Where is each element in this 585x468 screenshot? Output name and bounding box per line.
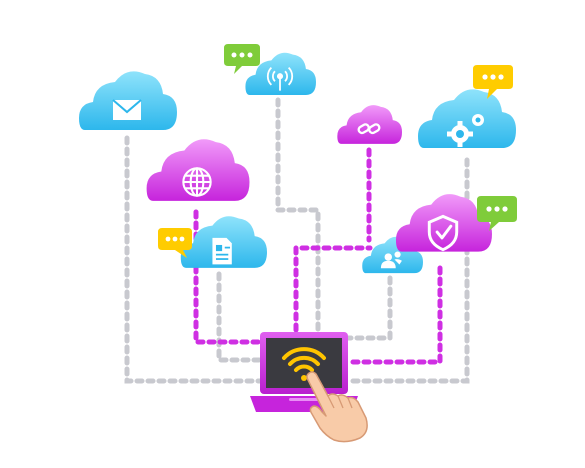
connection-lines-gray <box>124 97 470 384</box>
line-settings-to-laptop <box>345 157 470 384</box>
cloud-mail[interactable] <box>79 71 177 130</box>
line-security-to-laptop <box>345 265 443 365</box>
globe-icon <box>182 167 212 197</box>
cloud-settings[interactable] <box>418 89 516 148</box>
cloud-link[interactable] <box>337 105 402 144</box>
link-icon <box>357 123 381 135</box>
line-antenna-to-laptop <box>275 97 321 341</box>
line-mail-to-laptop <box>124 135 265 384</box>
chat-bubble-antenna <box>224 44 260 74</box>
cloud-users[interactable] <box>362 236 423 274</box>
chat-bubble-document <box>158 228 192 258</box>
cloud-globe[interactable] <box>146 139 250 201</box>
cloud-antenna[interactable] <box>245 52 316 95</box>
chat-bubble-security <box>477 196 517 231</box>
users-icon <box>380 251 402 269</box>
shield-check-icon <box>427 214 459 252</box>
wifi-icon <box>282 347 326 381</box>
cloud-document[interactable] <box>180 216 267 268</box>
chat-bubble-settings <box>473 65 513 99</box>
antenna-icon <box>266 66 294 91</box>
line-users-to-laptop <box>345 275 393 341</box>
hand-pointer-icon <box>306 371 368 443</box>
gears-icon <box>447 114 484 147</box>
document-icon <box>212 237 232 265</box>
line-users-to-laptop-magenta <box>293 245 373 333</box>
envelope-icon <box>112 99 142 120</box>
line-document-to-laptop <box>216 271 265 363</box>
cloud-security[interactable] <box>395 194 492 252</box>
